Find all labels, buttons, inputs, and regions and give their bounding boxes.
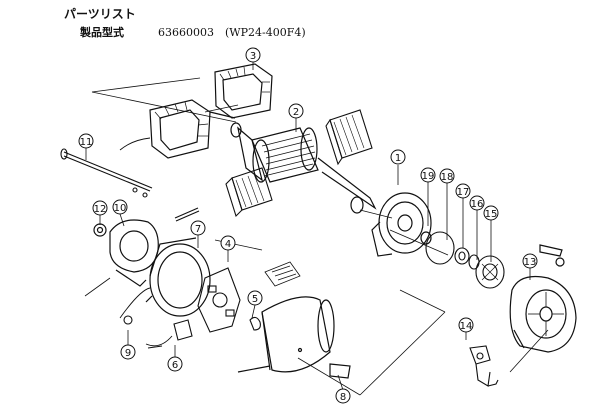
svg-text:14: 14 <box>460 321 473 332</box>
callout-17: 17 <box>455 183 471 199</box>
callout-7: 7 <box>190 220 206 236</box>
callout-9: 9 <box>120 344 136 360</box>
callout-1: 1 <box>390 149 406 165</box>
brush-block-part <box>225 109 373 218</box>
callout-3: 3 <box>245 47 261 63</box>
model-label: 製品型式 <box>80 26 124 39</box>
frame-ring-part <box>145 237 211 317</box>
stator-housing-part <box>237 296 351 379</box>
callout-10: 10 <box>112 199 128 215</box>
callout-6: 6 <box>167 356 183 372</box>
callout-14: 14 <box>458 317 474 333</box>
svg-text:2: 2 <box>293 107 299 118</box>
callout-15: 15 <box>483 205 499 221</box>
svg-text:4: 4 <box>225 239 231 250</box>
end-bracket-part <box>93 219 159 287</box>
svg-text:16: 16 <box>471 199 484 210</box>
svg-text:19: 19 <box>422 171 435 182</box>
svg-text:1: 1 <box>395 153 401 164</box>
svg-text:5: 5 <box>252 294 258 305</box>
svg-text:18: 18 <box>441 172 454 183</box>
armature-part <box>230 122 377 214</box>
callout-13: 13 <box>522 253 538 269</box>
svg-text:10: 10 <box>114 203 127 214</box>
callout-5: 5 <box>247 290 263 306</box>
seal-and-washer-parts <box>425 231 505 289</box>
callout-8: 8 <box>335 388 351 404</box>
svg-text:11: 11 <box>80 137 93 148</box>
through-bolt-part <box>60 148 200 222</box>
page-title: パーツリスト <box>64 7 136 21</box>
callout-11: 11 <box>78 133 94 149</box>
drain-plug-part <box>469 345 499 387</box>
svg-text:15: 15 <box>485 209 498 220</box>
svg-text:13: 13 <box>524 257 537 268</box>
front-bracket-part <box>371 192 432 257</box>
nameplate-label <box>264 261 301 287</box>
callout-4: 4 <box>220 235 236 251</box>
callout-16: 16 <box>469 195 485 211</box>
svg-text:8: 8 <box>340 392 346 403</box>
svg-text:3: 3 <box>250 51 256 62</box>
callout-12: 12 <box>92 200 108 216</box>
callout-18: 18 <box>439 168 455 184</box>
callout-2: 2 <box>288 103 304 119</box>
svg-text:7: 7 <box>195 224 201 235</box>
svg-text:17: 17 <box>457 187 470 198</box>
svg-text:9: 9 <box>125 348 131 359</box>
callout-19: 19 <box>420 167 436 183</box>
brush-holder-plate-part <box>119 267 261 349</box>
svg-text:6: 6 <box>172 360 178 371</box>
field-coil-part <box>119 63 273 159</box>
pump-casing-part <box>509 244 577 353</box>
svg-text:12: 12 <box>94 204 107 215</box>
model-number: 63660003 (WP24-400F4) <box>158 26 306 39</box>
